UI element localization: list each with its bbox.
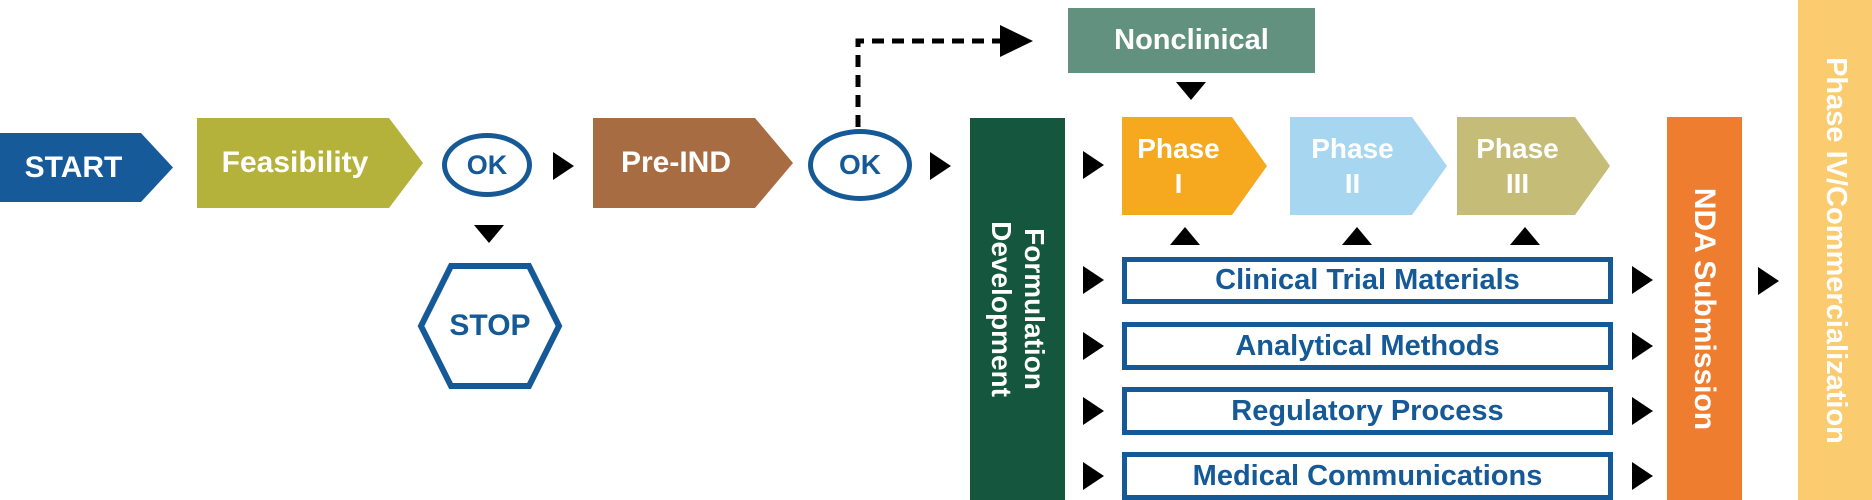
arrow-right-icon [1758,267,1779,295]
phase-4-label: Phase IV/Commercialization [1819,56,1852,444]
phase-3-node: Phase III [1457,117,1610,215]
arrow-right-icon [553,152,574,180]
analytical-methods-box: Analytical Methods [1122,322,1613,370]
arrow-right-icon [930,152,951,180]
arrow-right-icon [1083,462,1104,490]
stop-hexagon-icon [417,263,563,389]
arrow-up-icon [1342,227,1372,245]
phase-1-label-line1: Phase [1137,133,1220,164]
nda-submission-label: NDA Submission [1688,187,1722,430]
formulation-label-line1: Formulation [1018,228,1050,390]
medical-communications-label: Medical Communications [1192,459,1543,492]
pre-ind-label: Pre-IND [620,146,732,179]
arrow-right-icon [1083,397,1104,425]
nda-submission-bar: NDA Submission [1667,117,1742,500]
phase-1-node: Phase I [1122,117,1267,215]
clinical-trial-materials-box: Clinical Trial Materials [1122,257,1613,304]
pre-ind-node: Pre-IND [593,118,793,208]
ok-gate-2: OK [808,129,912,201]
arrow-up-icon [1510,227,1540,245]
start-node: START [0,133,173,202]
stop-label: STOP [449,309,531,342]
phase-2-node: Phase II [1290,117,1447,215]
arrow-down-icon [1176,82,1206,100]
formulation-development-bar: Formulation Development [970,118,1065,500]
formulation-label-line2: Development [985,221,1017,397]
analytical-methods-label: Analytical Methods [1235,329,1500,362]
feasibility-label: Feasibility [221,146,369,179]
regulatory-process-box: Regulatory Process [1122,387,1613,435]
arrow-right-icon [1083,332,1104,360]
feasibility-node: Feasibility [197,118,423,208]
phase-2-label-line2: II [1344,168,1361,199]
nonclinical-node: Nonclinical [1068,8,1315,73]
arrow-up-icon [1170,227,1200,245]
arrow-right-icon [1632,332,1653,360]
medical-communications-box: Medical Communications [1122,452,1613,500]
arrow-right-icon [1632,266,1653,294]
start-label: START [24,150,123,184]
clinical-trial-materials-label: Clinical Trial Materials [1215,264,1520,296]
arrow-right-icon [1083,266,1104,294]
ok-gate-1-label: OK [466,149,508,180]
stop-node: STOP [417,262,563,390]
phase-1-label-line2: I [1174,168,1183,199]
ok-gate-2-label: OK [839,149,881,180]
phase-3-label-line2: III [1505,168,1530,199]
arrow-right-icon [1083,151,1104,179]
phase-4-commercialization-bar: Phase IV/Commercialization [1798,0,1872,500]
arrow-right-icon [1632,462,1653,490]
nonclinical-label: Nonclinical [1114,24,1269,56]
ok-gate-1: OK [442,133,532,197]
arrow-right-icon [1632,397,1653,425]
phase-2-label-line1: Phase [1311,133,1394,164]
regulatory-process-label: Regulatory Process [1231,394,1504,427]
arrow-down-icon [474,225,504,243]
phase-3-label-line1: Phase [1476,133,1559,164]
